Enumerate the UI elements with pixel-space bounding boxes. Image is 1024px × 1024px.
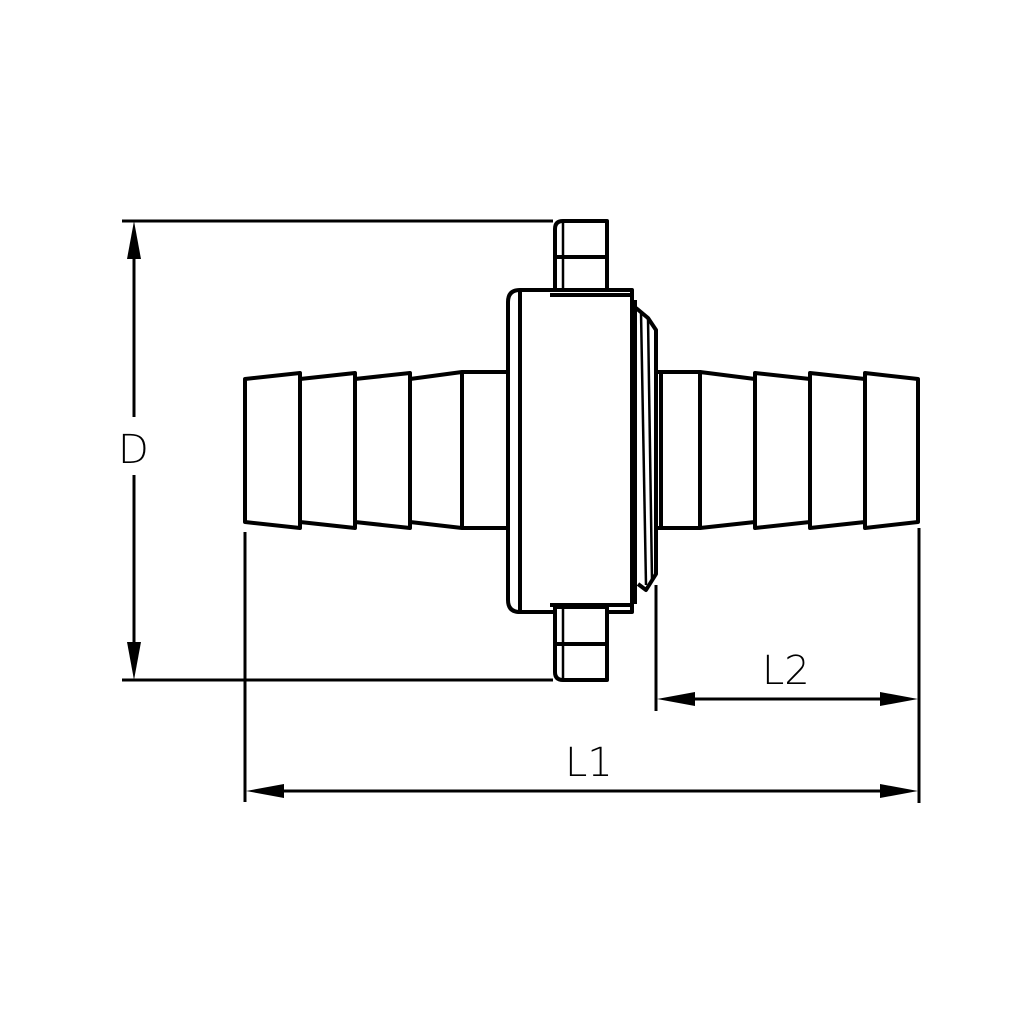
dimension-label-l1: L1 (565, 740, 613, 786)
dimension-l1 (243, 528, 921, 803)
thread (631, 300, 664, 604)
center-nut (506, 219, 634, 682)
dimension-label-l2: L2 (762, 648, 810, 694)
left-hose-tail (243, 370, 510, 530)
dimension-label-d: D (118, 427, 149, 473)
dimension-l2 (654, 585, 918, 711)
dimension-d (122, 219, 553, 682)
right-hose-tail (664, 370, 920, 530)
